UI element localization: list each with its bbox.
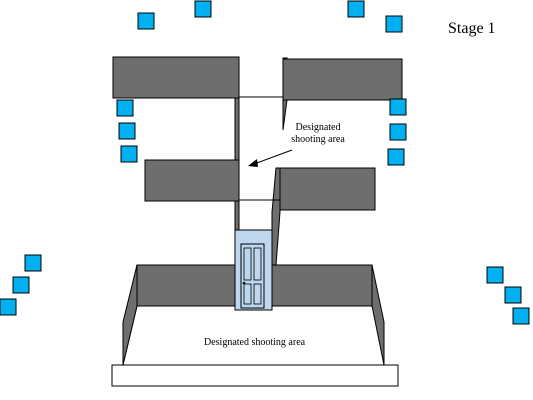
square-target-icon [12,276,30,294]
lower-area-label: Designated shooting area [204,337,306,348]
square-target-icon [194,0,212,18]
square-target-icon [389,98,407,116]
upper-right-wall [282,58,403,101]
corridor-right-wall-lower [271,167,281,266]
square-target-icon [116,99,134,117]
door-icon [234,229,273,311]
middle-left-wall [144,159,240,202]
targets [0,0,530,325]
lower-left-side-wall-face [122,264,138,366]
bottom-platform [111,364,399,387]
square-target-icon [504,286,522,304]
lower-right-side-wall [371,264,385,366]
square-target-icon [24,254,42,272]
middle-right-wall [279,167,376,211]
square-target-icon [137,12,155,30]
square-target-icon [512,307,530,325]
lower-left-wall [136,264,236,307]
upper-left-wall [112,56,240,99]
square-target-icon [347,0,365,18]
square-target-icon [486,266,504,284]
square-target-icon [387,148,405,166]
lower-right-wall [270,264,373,307]
square-target-icon [120,145,138,163]
stage-title: Stage 1 [448,20,496,37]
arrow-pointer-icon [248,149,293,167]
square-target-icon [118,122,136,140]
square-target-icon [389,123,407,141]
square-target-icon [385,15,403,33]
upper-area-label: Designated shooting area [291,122,345,145]
square-target-icon [0,298,17,316]
